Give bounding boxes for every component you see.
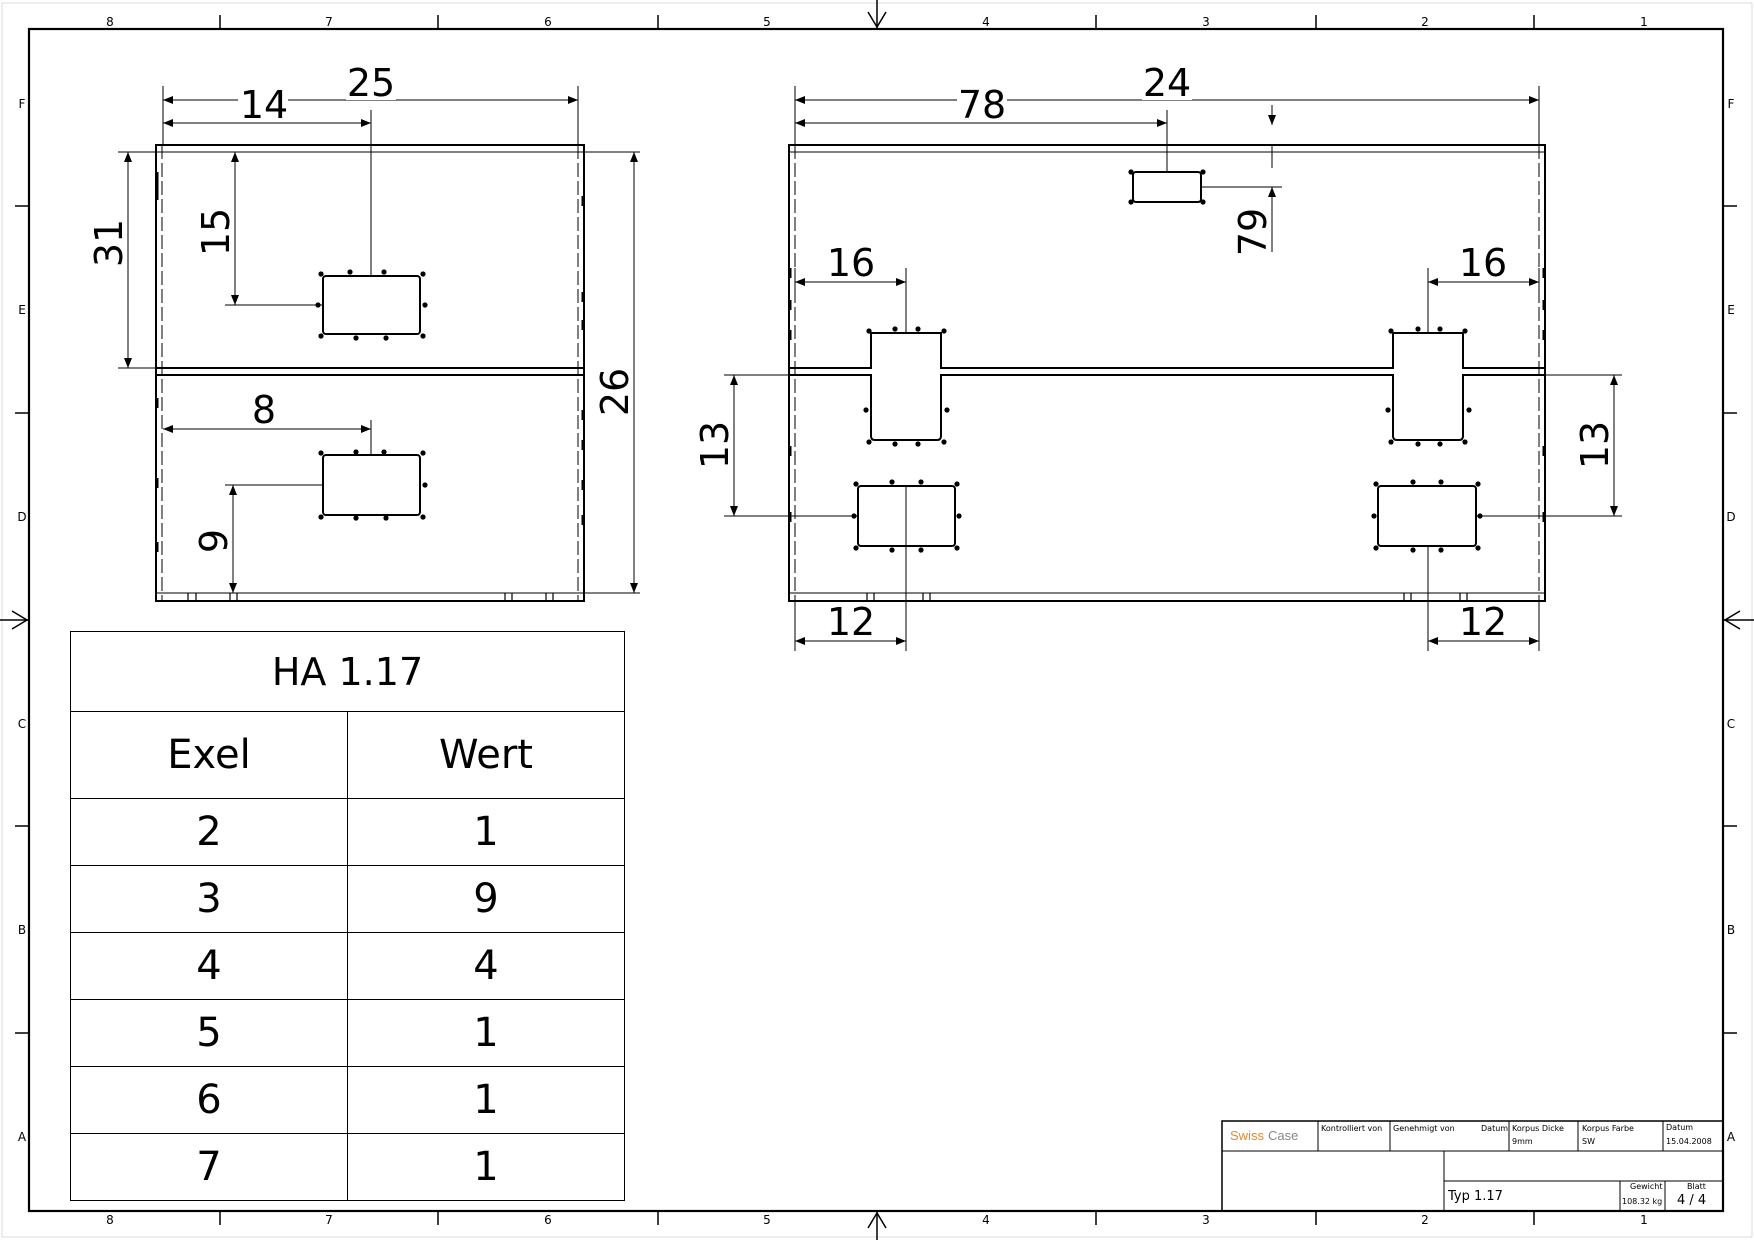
zone-col-label: 5 <box>763 1213 771 1227</box>
table-cell-exel: 2 <box>70 798 348 866</box>
dim-label: 13 <box>1573 421 1617 469</box>
zone-col-label: 1 <box>1640 15 1648 29</box>
left-view-dimension-labels: 14 25 31 15 26 8 9 <box>87 61 637 553</box>
dim-label: 9 <box>192 529 236 553</box>
title-block <box>1221 1120 1724 1212</box>
korpus-farbe-value: SW <box>1582 1137 1595 1146</box>
table-cell-wert: 1 <box>347 1066 625 1134</box>
company-logo-case: Case <box>1268 1128 1298 1143</box>
right-view-dimensions <box>724 86 1622 651</box>
table-cell-exel: 3 <box>70 865 348 933</box>
zone-labels: 8 7 6 5 4 3 2 1 8 7 6 5 4 3 2 1 F E D C … <box>17 15 1736 1227</box>
zone-col-label: 7 <box>325 1213 333 1227</box>
zone-col-label: 6 <box>544 15 552 29</box>
zone-row-label: D <box>1726 510 1735 524</box>
gewicht-value: 108.32 kg <box>1622 1197 1662 1206</box>
zone-col-label: 1 <box>1640 1213 1648 1227</box>
table-title: HA 1.17 <box>70 631 625 712</box>
zone-col-label: 3 <box>1202 1213 1210 1227</box>
gewicht-label: Gewicht <box>1630 1182 1663 1191</box>
datum-label: Datum <box>1481 1124 1508 1133</box>
dim-label: 12 <box>1459 600 1507 644</box>
zone-row-label: C <box>18 717 26 731</box>
blatt-value: 4 / 4 <box>1677 1193 1706 1208</box>
datum-label-2: Datum <box>1666 1123 1693 1132</box>
table-cell-wert: 1 <box>347 1133 625 1201</box>
zone-col-label: 4 <box>982 15 990 29</box>
table-row: 5 1 <box>70 999 625 1067</box>
zone-row-label: B <box>18 923 26 937</box>
zone-row-label: F <box>1728 97 1735 111</box>
table-header-wert: Wert <box>347 711 625 799</box>
dim-label: 14 <box>240 83 288 127</box>
table-header-exel: Exel <box>70 711 348 799</box>
zone-col-label: 2 <box>1421 15 1429 29</box>
kontrolliert-label: Kontrolliert von <box>1321 1124 1382 1133</box>
table-row: 6 1 <box>70 1066 625 1134</box>
datum-value: 15.04.2008 <box>1666 1137 1712 1146</box>
zone-col-label: 6 <box>544 1213 552 1227</box>
zone-col-label: 5 <box>763 15 771 29</box>
table-cell-exel: 7 <box>70 1133 348 1201</box>
dim-label: 78 <box>958 83 1006 127</box>
zone-row-label: B <box>1727 923 1735 937</box>
left-view-dimensions <box>118 86 640 594</box>
table-row: 2 1 <box>70 798 625 866</box>
table-cell-wert: 4 <box>347 932 625 1000</box>
zone-col-label: 4 <box>982 1213 990 1227</box>
korpus-dicke-label: Korpus Dicke <box>1512 1124 1564 1133</box>
dim-label: 15 <box>194 208 238 256</box>
zone-col-label: 8 <box>106 1213 114 1227</box>
dim-label: 24 <box>1143 61 1191 105</box>
title-block-text: Swiss Case Kontrolliert von Genehmigt vo… <box>1230 1123 1712 1208</box>
dim-label: 16 <box>827 241 875 285</box>
zone-ticks <box>15 15 1737 1225</box>
table-row: 3 9 <box>70 865 625 933</box>
table-cell-wert: 9 <box>347 865 625 933</box>
korpus-dicke-value: 9mm <box>1512 1137 1533 1146</box>
zone-col-label: 2 <box>1421 1213 1429 1227</box>
zone-row-label: E <box>18 303 26 317</box>
zone-row-label: A <box>1727 1130 1736 1144</box>
zone-col-label: 8 <box>106 15 114 29</box>
dim-label: 13 <box>693 421 737 469</box>
dim-label: 16 <box>1459 241 1507 285</box>
genehmigt-label: Genehmigt von <box>1393 1124 1455 1133</box>
left-view-hole-dots <box>315 269 428 521</box>
left-view <box>155 144 585 602</box>
table-row: 7 1 <box>70 1133 625 1201</box>
dim-label: 79 <box>1231 208 1275 256</box>
zone-row-label: E <box>1727 303 1735 317</box>
dim-label: 26 <box>593 368 637 416</box>
dim-label: 25 <box>347 61 395 105</box>
zone-row-label: F <box>19 97 26 111</box>
table-cell-exel: 4 <box>70 932 348 1000</box>
zone-col-label: 7 <box>325 15 333 29</box>
zone-col-label: 3 <box>1202 15 1210 29</box>
right-view-dimension-labels: 78 24 79 16 16 13 13 12 12 <box>693 61 1617 644</box>
zone-row-label: C <box>1727 717 1735 731</box>
blatt-label: Blatt <box>1687 1182 1706 1191</box>
right-view <box>788 144 1546 602</box>
table-cell-exel: 6 <box>70 1066 348 1134</box>
zone-row-label: D <box>17 510 26 524</box>
right-view-hole-dots <box>851 169 1483 553</box>
table-cell-wert: 1 <box>347 999 625 1067</box>
zone-row-label: A <box>18 1130 27 1144</box>
table-cell-wert: 1 <box>347 798 625 866</box>
table-cell-exel: 5 <box>70 999 348 1067</box>
table-row: 4 4 <box>70 932 625 1000</box>
korpus-farbe-label: Korpus Farbe <box>1582 1124 1634 1133</box>
type-label: Typ 1.17 <box>1447 1189 1503 1204</box>
dim-label: 12 <box>827 600 875 644</box>
dim-label: 8 <box>252 388 276 432</box>
ha-table: HA 1.17 Exel Wert 2 1 3 9 4 4 5 1 6 1 7 … <box>70 631 625 1201</box>
company-logo: Swiss <box>1230 1128 1264 1143</box>
dim-label: 31 <box>87 219 131 267</box>
